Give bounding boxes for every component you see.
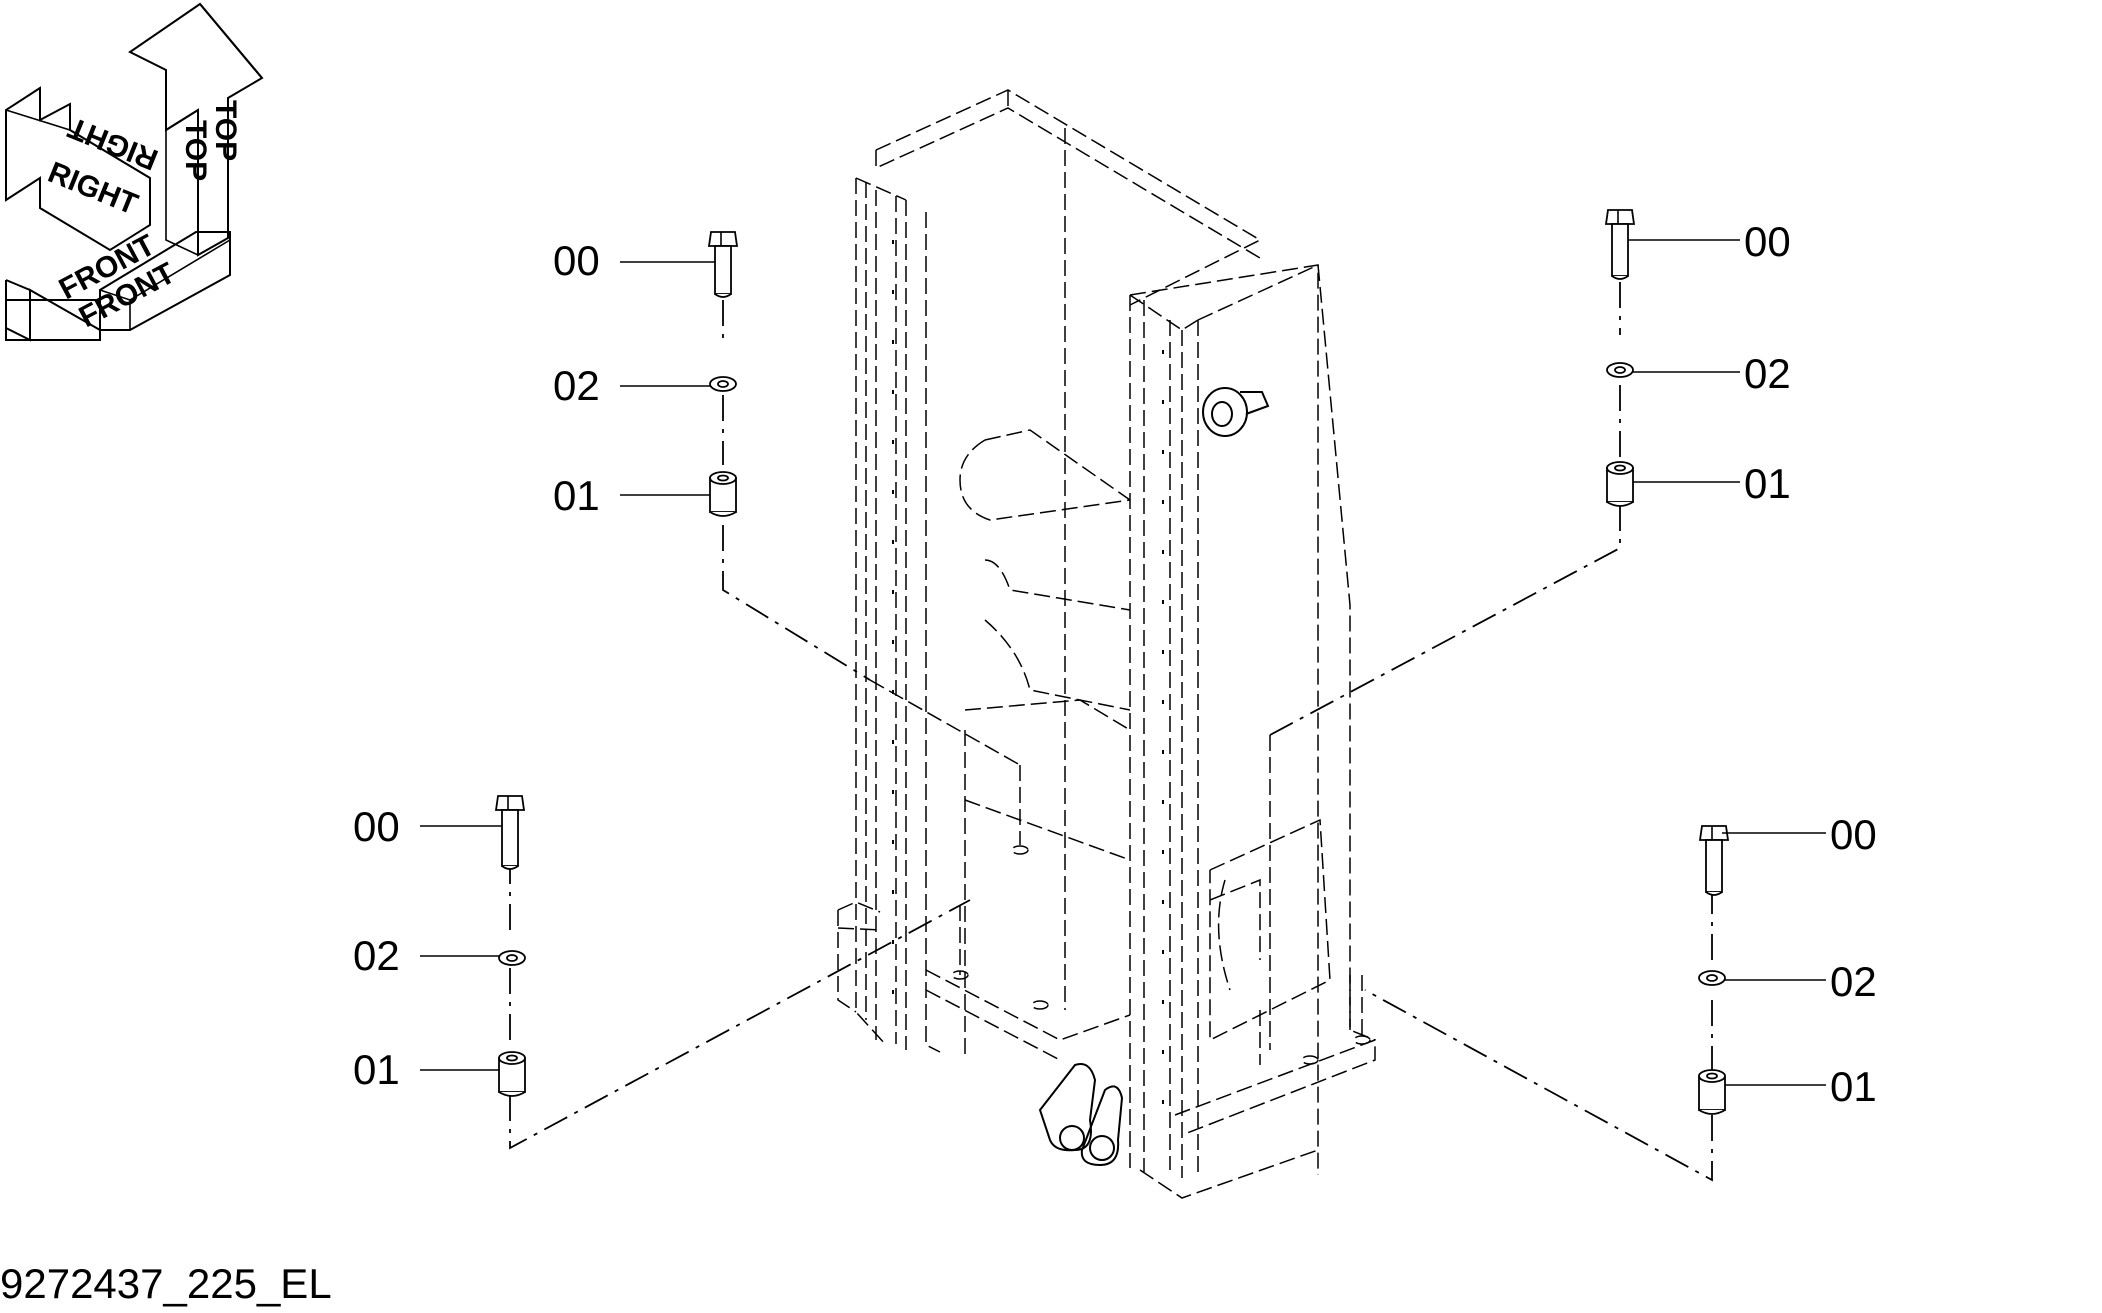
spacer-sleeve (709, 471, 737, 517)
spacer-sleeve (498, 1051, 526, 1097)
spacer-sleeve (1606, 461, 1634, 507)
drawing-number: 9272437_225_EL (0, 1260, 332, 1307)
callout-bolt-00: 00 (353, 803, 400, 850)
flat-washer (709, 376, 737, 392)
callout-washer-02: 02 (1830, 958, 1877, 1005)
hex-bolt (494, 795, 526, 870)
fastener-set-upper-left: 00 02 01 (553, 231, 739, 519)
hex-bolt (1604, 209, 1636, 280)
mounting-eye (1202, 387, 1270, 437)
frame-assembly (837, 89, 1376, 1199)
callout-bolt-00: 00 (553, 237, 600, 284)
flat-washer (498, 950, 526, 966)
orientation-compass: TOP TOP RIGHT RIGHT FRONT FRONT (5, 2, 264, 342)
fastener-set-upper-right: 00 02 01 (1604, 209, 1791, 507)
hex-bolt (1698, 825, 1730, 896)
callout-spacer-01: 01 (1744, 460, 1791, 507)
flat-washer (1606, 362, 1634, 378)
explosion-centerlines (509, 282, 1713, 1182)
callout-spacer-01: 01 (353, 1046, 400, 1093)
fastener-set-lower-left: 00 02 01 (353, 795, 526, 1097)
hex-bolt (707, 231, 739, 298)
callout-spacer-01: 01 (553, 472, 600, 519)
callout-bolt-00: 00 (1744, 218, 1791, 265)
callout-washer-02: 02 (353, 932, 400, 979)
compass-top-label: TOP (179, 120, 212, 181)
callout-washer-02: 02 (553, 362, 600, 409)
rear-hitch (1038, 1063, 1124, 1167)
fastener-set-lower-right: 00 02 01 (1698, 811, 1877, 1115)
callout-washer-02: 02 (1744, 350, 1791, 397)
spacer-sleeve (1698, 1069, 1726, 1115)
callout-spacer-01: 01 (1830, 1063, 1877, 1110)
callout-bolt-00: 00 (1830, 811, 1877, 858)
compass-top-label-mirrored: TOP (209, 100, 242, 161)
flat-washer (1698, 970, 1726, 986)
